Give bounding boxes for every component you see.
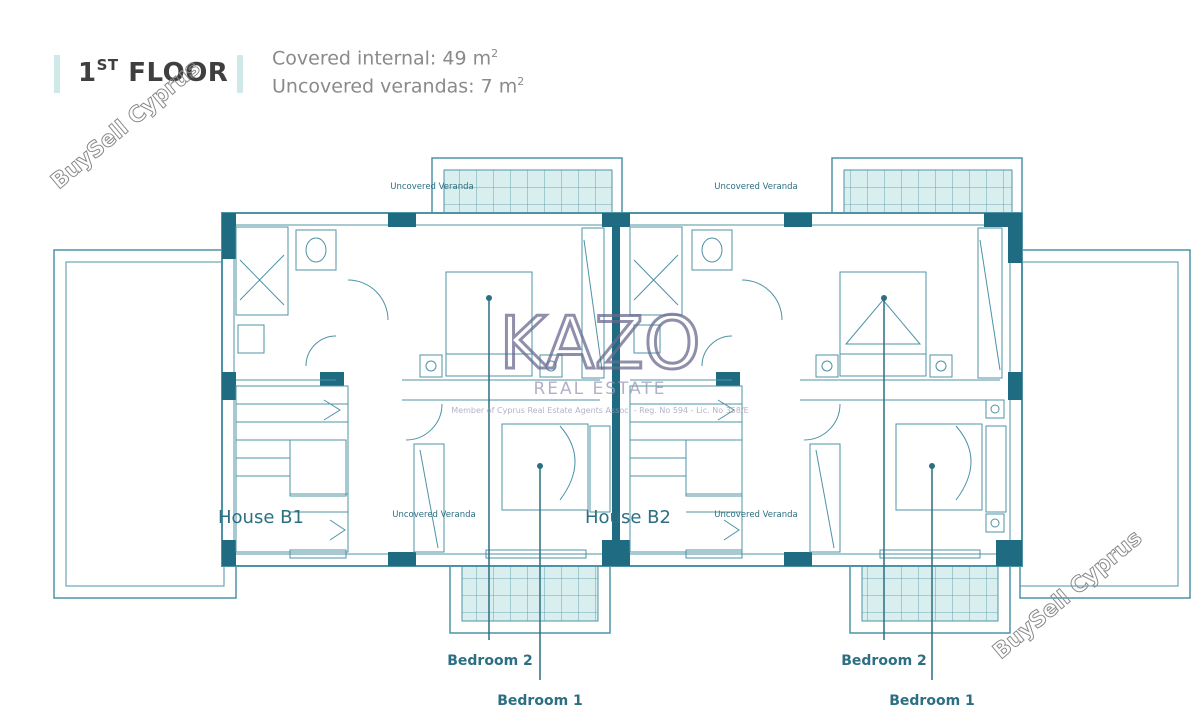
leader-dots [486,295,935,469]
veranda-label-mid-b1: Uncovered Veranda [392,510,475,520]
floor-number: 1 [78,58,97,88]
bedroom-1-label-b2: Bedroom 1 [889,693,975,709]
veranda-label-mid-b2: Uncovered Veranda [714,510,797,520]
bottom-veranda-b2-tiles [861,564,999,622]
unit-superscript: 2 [517,75,525,88]
buysell-watermark-top: BuySell Cyprus [46,56,205,195]
floor-title: 1ST FLOOR [78,56,229,88]
top-veranda-b2-tiles [843,169,1013,215]
bedroom-2-label-b1: Bedroom 2 [447,653,533,669]
house-b1-label: House B1 [218,507,304,528]
bedroom-2-label-b2: Bedroom 2 [841,653,927,669]
top-veranda-b1-tiles [443,169,613,215]
kazo-subtitle: REAL ESTATE [533,379,666,399]
kazo-member-text: Member of Cyprus Real Estate Agents Asso… [451,406,748,415]
veranda-label-top-b2: Uncovered Veranda [714,182,797,192]
header-accent-bar [54,55,60,93]
uncovered-area: Uncovered verandas: 7 m2 [272,75,524,97]
uncovered-area-text: Uncovered verandas: 7 m [272,75,518,98]
bedroom-1-label-b1: Bedroom 1 [497,693,583,709]
covered-area: Covered internal: 49 m2 [272,47,498,69]
house-b2-label: House B2 [585,507,671,528]
header-accent-bar [237,55,243,93]
floor-suffix: ST [96,56,119,74]
left-terrace-inner [65,261,225,587]
kazo-logo-text: KAZO [499,301,700,385]
house-b2-interior [629,226,1007,559]
right-terrace-inner [1019,261,1179,587]
right-terrace-outline [1019,249,1191,599]
leader-lines [488,298,933,680]
unit-superscript: 2 [491,47,499,60]
bottom-veranda-b1-tiles [461,564,599,622]
left-terrace-outline [53,249,237,599]
kazo-watermark: KAZO REAL ESTATE Member of Cyprus Real E… [451,300,748,416]
structural-columns [222,213,1022,566]
covered-area-text: Covered internal: 49 m [272,47,492,70]
floor-word: FLOOR [118,58,229,88]
veranda-label-top-b1: Uncovered Veranda [390,182,473,192]
